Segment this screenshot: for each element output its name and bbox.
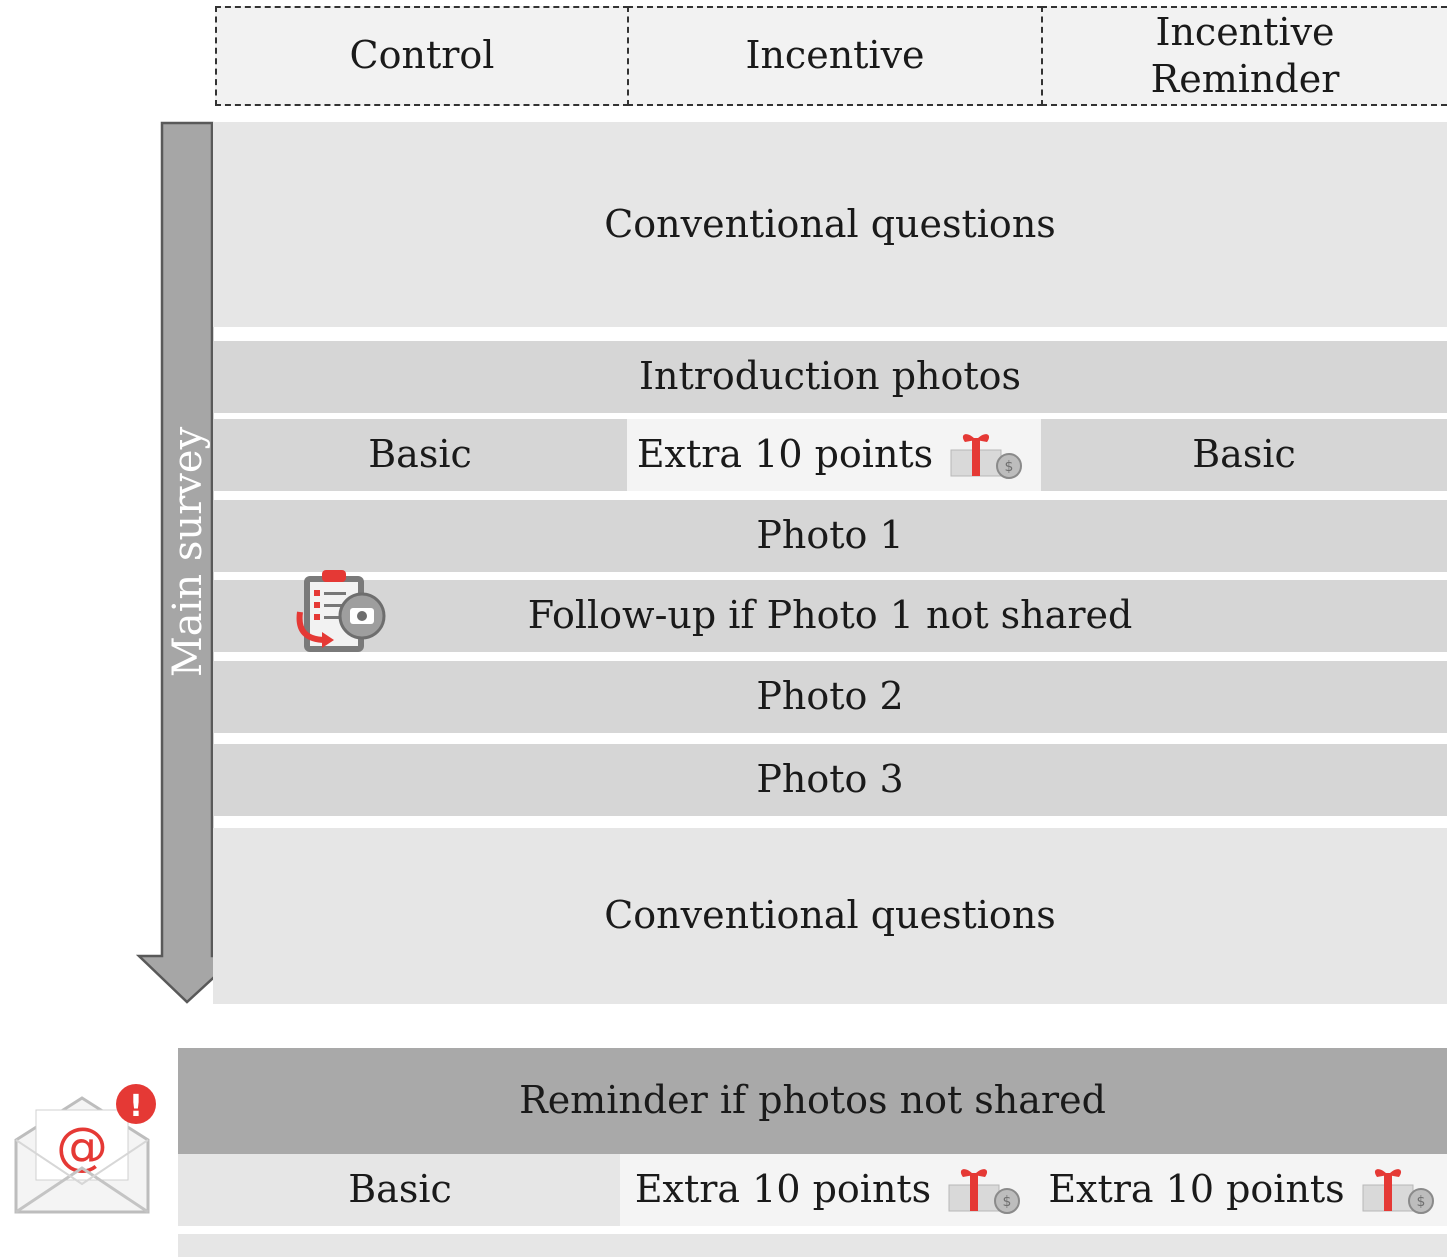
intro-basic-control: Basic — [213, 419, 627, 491]
main-survey-arrow — [136, 121, 240, 1004]
reminder-bottom-band — [178, 1234, 1447, 1257]
header-incentive: Incentive — [627, 6, 1043, 106]
reminder-basic: Basic — [178, 1154, 622, 1226]
header-incentive-label: Incentive — [745, 33, 925, 78]
conventional-questions-top: Conventional questions — [213, 122, 1447, 327]
photo-1: Photo 1 — [213, 500, 1447, 572]
header-incentive-reminder: Incentive Reminder — [1041, 6, 1447, 106]
clipboard-camera-icon — [296, 570, 386, 652]
email-alert-icon: @ ! — [14, 1084, 156, 1214]
svg-text:!: ! — [129, 1089, 143, 1124]
svg-text:$: $ — [1416, 1194, 1425, 1210]
intro-extra-points: Extra 10 points $ — [627, 419, 1041, 491]
header-incentive-reminder-line1: Incentive — [1155, 9, 1335, 54]
reminder-extra-incentive: Extra 10 points $ — [620, 1154, 1044, 1226]
conventional-questions-bottom: Conventional questions — [213, 828, 1447, 1004]
gift-coin-icon: $ — [1362, 1169, 1434, 1214]
gift-coin-icon: $ — [948, 1169, 1021, 1214]
photo-2: Photo 2 — [213, 661, 1447, 733]
svg-text:$: $ — [1005, 459, 1014, 475]
intro-basic-reminder: Basic — [1041, 419, 1447, 491]
photo-3: Photo 3 — [213, 744, 1447, 816]
introduction-photos: Introduction photos — [213, 341, 1447, 413]
header-control-label: Control — [349, 33, 495, 78]
follow-up-photo-1: Follow-up if Photo 1 not shared — [213, 580, 1447, 652]
reminder-title: Reminder if photos not shared — [178, 1048, 1447, 1154]
gift-coin-icon: $ — [950, 434, 1023, 479]
header-control: Control — [215, 6, 629, 106]
header-incentive-reminder-line2: Reminder — [1150, 57, 1340, 101]
svg-text:$: $ — [1003, 1194, 1012, 1210]
reminder-extra-incentive-reminder: Extra 10 points $ — [1044, 1154, 1447, 1226]
